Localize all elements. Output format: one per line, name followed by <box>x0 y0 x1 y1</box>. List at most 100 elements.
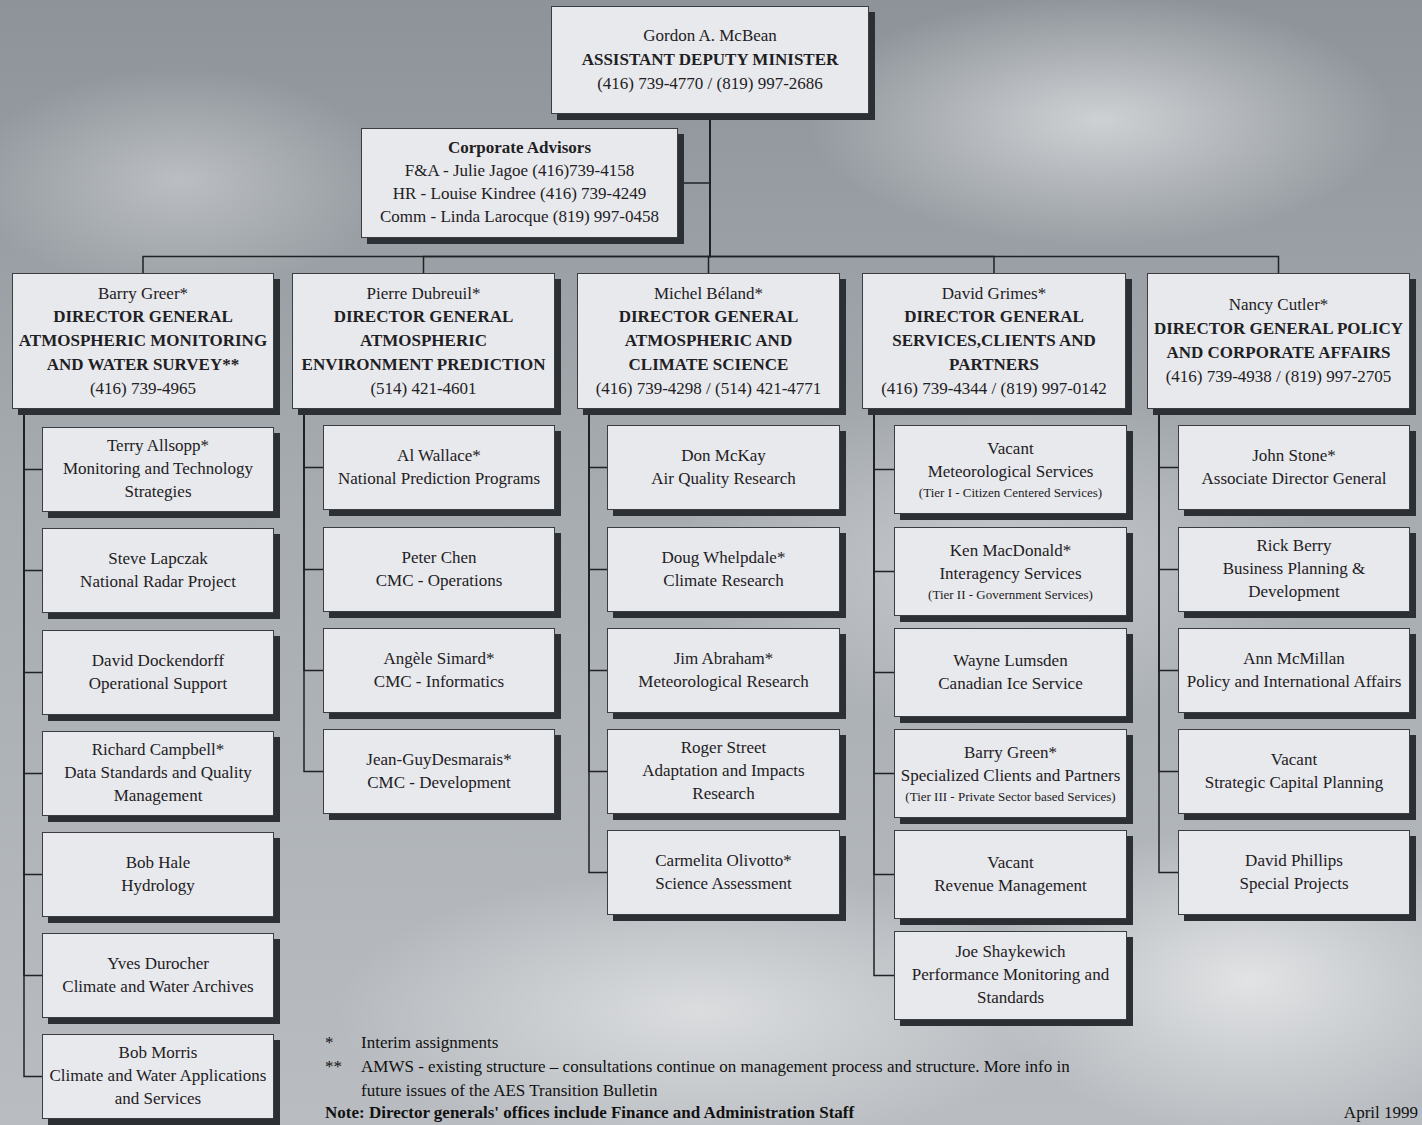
unit-name: Hydrology <box>121 875 195 898</box>
unit-box: VacantMeteorological Services(Tier I - C… <box>894 425 1127 514</box>
note-text: Note: Director generals' offices include… <box>325 1101 1225 1125</box>
org-connector <box>589 409 607 570</box>
unit-box: Ken MacDonald*Interagency Services(Tier … <box>894 527 1127 616</box>
person-name: Bob Hale <box>126 852 191 875</box>
org-connector <box>304 409 323 468</box>
unit-name: CMC - Informatics <box>374 671 504 694</box>
person-name: Jim Abraham* <box>674 648 774 671</box>
person-name: Ann McMillan <box>1243 648 1345 671</box>
footnote-text: AMWS - existing structure – consultation… <box>361 1055 1081 1103</box>
org-connector <box>24 409 42 673</box>
org-connector <box>874 409 894 470</box>
unit-box: Angèle Simard*CMC - Informatics <box>323 628 555 713</box>
org-connector <box>24 409 42 571</box>
person-name: David Phillips <box>1245 850 1343 873</box>
org-connector <box>24 409 42 470</box>
unit-box: Terry Allsopp*Monitoring and Technology … <box>42 427 274 512</box>
person-name: Pierre Dubreuil* <box>367 282 481 306</box>
org-connector <box>304 409 323 772</box>
unit-box: Bob MorrisClimate and Water Applications… <box>42 1034 274 1119</box>
person-name: John Stone* <box>1252 445 1336 468</box>
org-connector <box>589 409 607 671</box>
unit-box: Bob HaleHydrology <box>42 832 274 917</box>
unit-box: Jim Abraham*Meteorological Research <box>607 628 840 713</box>
unit-name: Performance Monitoring and Standards <box>900 964 1121 1010</box>
unit-name: Canadian Ice Service <box>938 673 1082 696</box>
org-connector <box>589 409 607 468</box>
unit-name: National Radar Project <box>80 571 236 594</box>
unit-box: Yves DurocherClimate and Water Archives <box>42 933 274 1018</box>
phone-number: (416) 739-4298 / (514) 421-4771 <box>596 377 822 401</box>
org-connector <box>304 409 323 570</box>
unit-name: Business Planning & Development <box>1184 558 1404 604</box>
org-connector <box>143 114 710 273</box>
person-name: Steve Lapczak <box>108 548 208 571</box>
position-title: DIRECTOR GENERAL SERVICES,CLIENTS AND PA… <box>868 305 1120 376</box>
unit-box: Peter ChenCMC - Operations <box>323 527 555 612</box>
person-name: Doug Whelpdale* <box>662 547 786 570</box>
person-name: Vacant <box>987 852 1033 875</box>
unit-box: Al Wallace*National Prediction Programs <box>323 425 555 510</box>
person-name: Roger Street <box>681 737 766 760</box>
footnote-mark: ** <box>325 1055 355 1079</box>
position-title: DIRECTOR GENERAL ATMOSPHERIC AND CLIMATE… <box>583 305 834 376</box>
phone-number: (416) 739-4344 / (819) 997-0142 <box>881 377 1107 401</box>
unit-box: David PhillipsSpecial Projects <box>1178 830 1410 915</box>
director-box: Nancy Cutler*DIRECTOR GENERAL POLICY AND… <box>1147 273 1410 409</box>
org-connector <box>1159 409 1178 873</box>
date-text: April 1999 <box>1318 1101 1418 1125</box>
unit-box: John Stone*Associate Director General <box>1178 425 1410 510</box>
unit-name: Adaptation and Impacts Research <box>613 760 834 806</box>
phone-number: (514) 421-4601 <box>370 377 476 401</box>
person-name: Bob Morris <box>119 1042 198 1065</box>
director-box: Gordon A. McBeanASSISTANT DEPUTY MINISTE… <box>551 6 869 114</box>
unit-box: VacantRevenue Management <box>894 830 1127 919</box>
footnote-mark: * <box>325 1031 355 1055</box>
org-connector <box>24 409 42 875</box>
org-connector <box>1159 409 1178 570</box>
org-connector <box>710 114 1279 273</box>
person-name: Al Wallace* <box>397 445 481 468</box>
person-name: Terry Allsopp* <box>107 435 209 458</box>
unit-name: Strategic Capital Planning <box>1205 772 1383 795</box>
unit-box: Don McKayAir Quality Research <box>607 425 840 510</box>
unit-box: Rick BerryBusiness Planning & Developmen… <box>1178 527 1410 612</box>
unit-box: David DockendorffOperational Support <box>42 630 274 715</box>
person-name: Rick Berry <box>1256 535 1331 558</box>
person-name: David Grimes* <box>942 282 1046 306</box>
unit-name: Interagency Services <box>939 563 1081 586</box>
unit-box: VacantStrategic Capital Planning <box>1178 729 1410 814</box>
unit-box: Carmelita Olivotto*Science Assessment <box>607 830 840 915</box>
unit-name: CMC - Development <box>367 772 511 795</box>
unit-box: Doug Whelpdale*Climate Research <box>607 527 840 612</box>
person-name: Wayne Lumsden <box>953 650 1067 673</box>
person-name: Michel Béland* <box>654 282 763 306</box>
director-box: Michel Béland*DIRECTOR GENERAL ATMOSPHER… <box>577 273 840 409</box>
person-name: Richard Campbell* <box>92 739 225 762</box>
unit-box: Steve LapczakNational Radar Project <box>42 528 274 613</box>
unit-name: Data Standards and Quality Management <box>48 762 268 808</box>
person-name: Gordon A. McBean <box>643 24 777 48</box>
unit-box: Barry Green*Specialized Clients and Part… <box>894 729 1127 818</box>
unit-name: Science Assessment <box>655 873 791 896</box>
unit-box: Jean-GuyDesmarais*CMC - Development <box>323 729 555 814</box>
person-name: Vacant <box>1271 749 1317 772</box>
unit-name: Climate Research <box>663 570 783 593</box>
tier-note: (Tier III - Private Sector based Service… <box>905 788 1115 806</box>
tier-note: (Tier II - Government Services) <box>928 586 1093 604</box>
position-title: DIRECTOR GENERAL POLICY AND CORPORATE AF… <box>1153 317 1404 365</box>
position-title: DIRECTOR GENERAL ATMOSPHERIC MONITORING … <box>18 305 268 376</box>
person-name: Ken MacDonald* <box>950 540 1071 563</box>
org-connector <box>874 409 894 774</box>
group-heading: Corporate Advisors <box>448 137 591 160</box>
unit-box: Roger StreetAdaptation and Impacts Resea… <box>607 729 840 814</box>
footnote-text: Interim assignments <box>361 1031 761 1055</box>
tier-note: (Tier I - Citizen Centered Services) <box>919 484 1102 502</box>
person-name: Vacant <box>987 438 1033 461</box>
unit-box: Wayne LumsdenCanadian Ice Service <box>894 628 1127 717</box>
person-name: Nancy Cutler* <box>1229 293 1329 317</box>
director-box: Barry Greer*DIRECTOR GENERAL ATMOSPHERIC… <box>12 273 274 409</box>
unit-box: Joe ShaykewichPerformance Monitoring and… <box>894 931 1127 1020</box>
director-box: Pierre Dubreuil*DIRECTOR GENERAL ATMOSPH… <box>292 273 555 409</box>
